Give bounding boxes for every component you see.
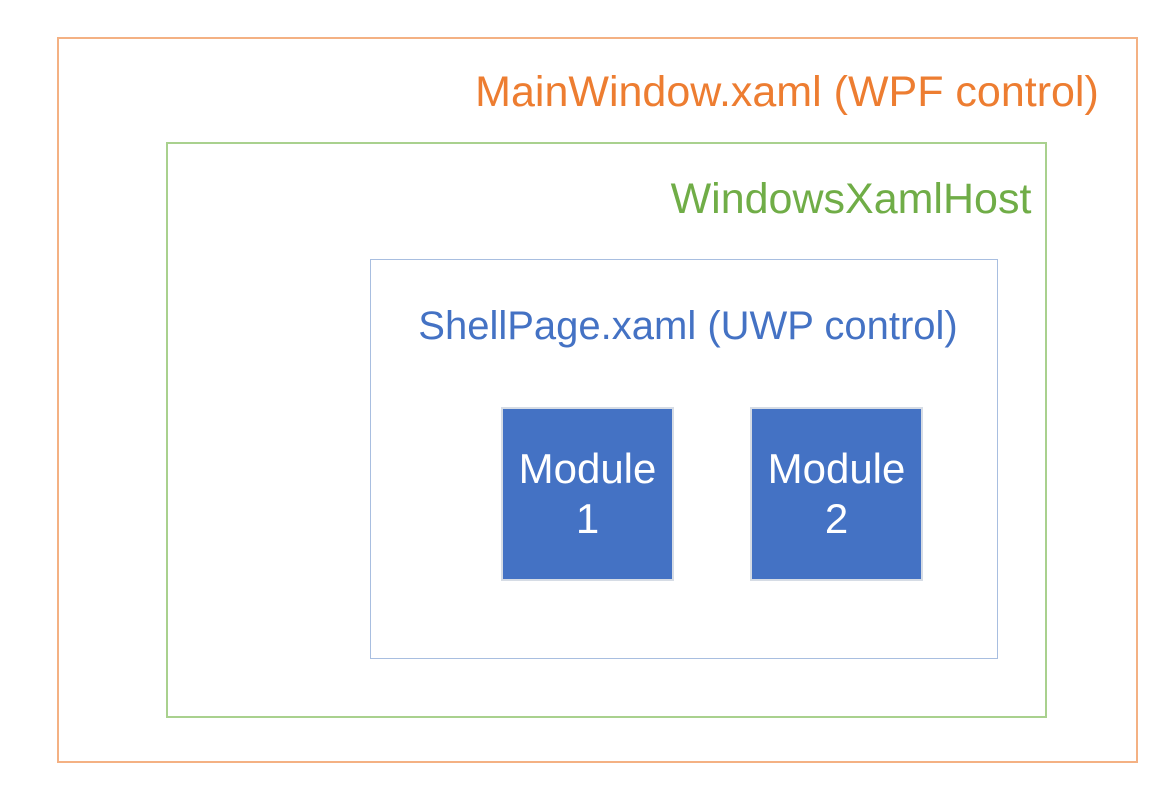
module-1-box: Module 1 xyxy=(501,407,674,581)
shellpage-uwp-box xyxy=(370,259,998,659)
module-2-box: Module 2 xyxy=(750,407,923,581)
windowsxamlhost-box xyxy=(166,142,1047,718)
mainwindow-wpf-box xyxy=(57,37,1138,763)
shellpage-uwp-label: ShellPage.xaml (UWP control) xyxy=(418,304,958,348)
module-2-number: 2 xyxy=(824,495,849,542)
module-1-name: Module xyxy=(518,445,657,493)
mainwindow-wpf-label: MainWindow.xaml (WPF control) xyxy=(475,68,1099,116)
module-2-name: Module xyxy=(767,445,906,493)
module-1-number: 1 xyxy=(575,495,600,542)
windowsxamlhost-label: WindowsXamlHost xyxy=(670,175,1032,223)
